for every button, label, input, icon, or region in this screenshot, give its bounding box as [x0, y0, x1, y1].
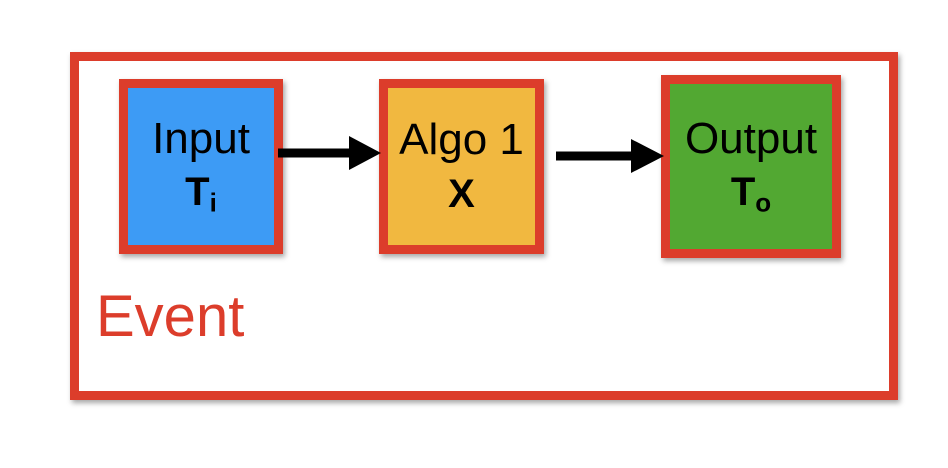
algo-node-title: Algo 1 [399, 115, 524, 165]
input-node: Input Ti [119, 79, 283, 254]
input-node-title: Input [152, 113, 250, 163]
input-node-symbol: Ti [185, 169, 217, 218]
input-symbol-letter: T [185, 170, 210, 214]
output-symbol-subscript: o [755, 187, 772, 218]
algo-node: Algo 1 X [379, 79, 544, 254]
output-node: Output To [661, 75, 841, 258]
event-frame [70, 52, 898, 400]
output-symbol-letter: T [730, 170, 756, 214]
input-symbol-subscript: i [209, 187, 217, 218]
algo-node-symbol: X [448, 171, 475, 216]
output-node-symbol: To [731, 169, 771, 218]
event-label: Event [96, 284, 245, 349]
output-node-title: Output [684, 113, 818, 163]
